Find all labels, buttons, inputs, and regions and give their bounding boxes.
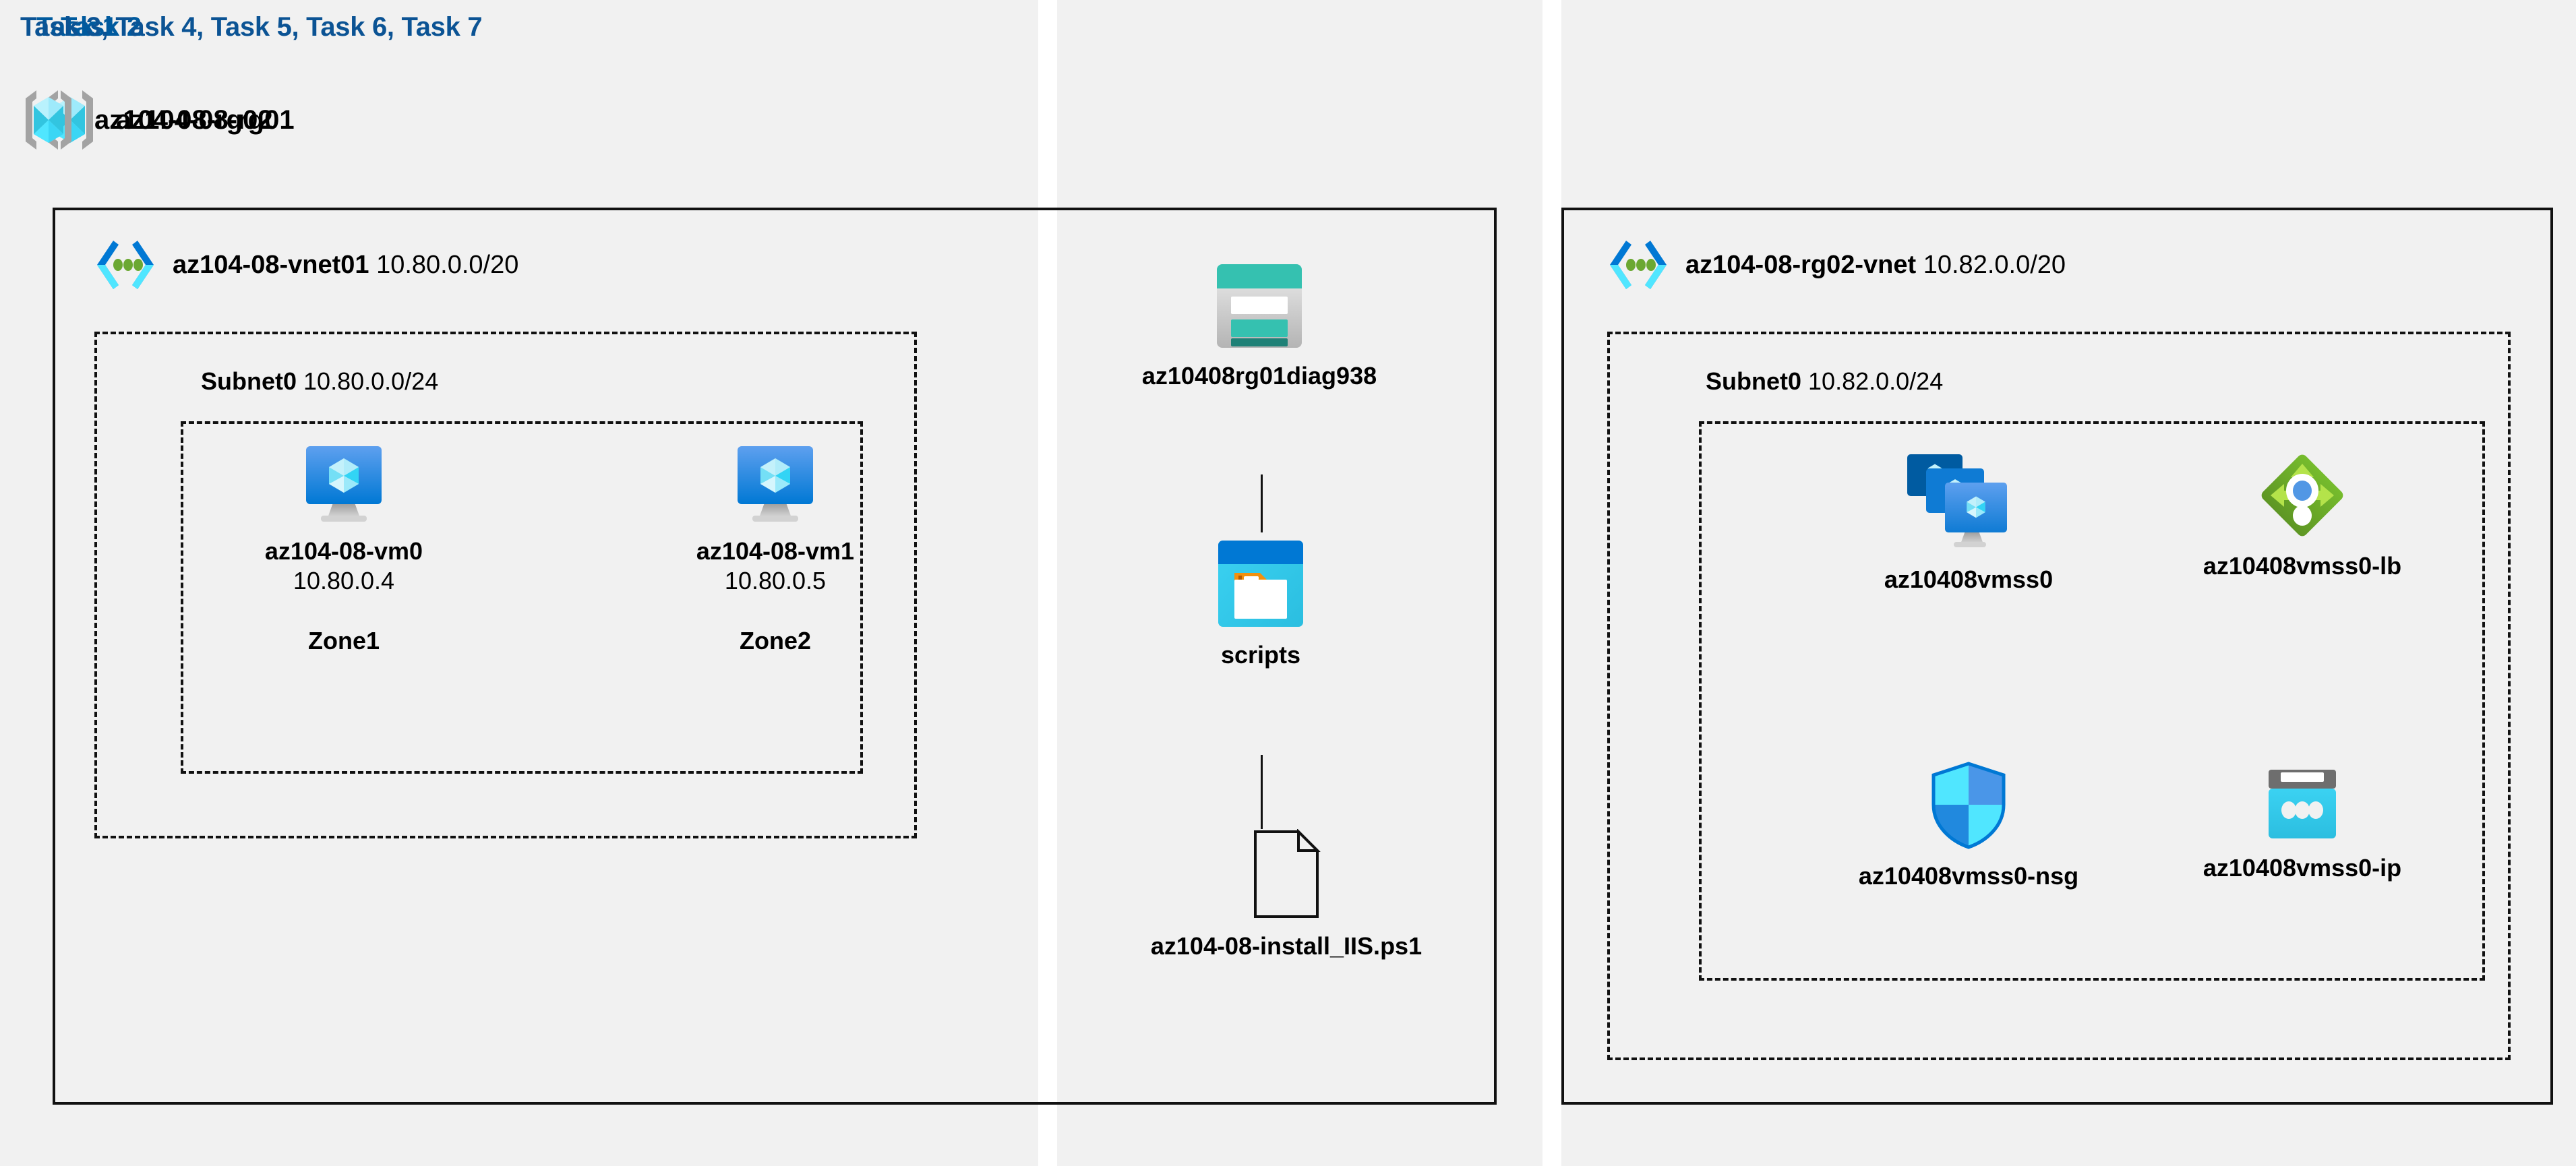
panel-gutter-left xyxy=(1038,0,1057,208)
panel-gutter-right xyxy=(1542,0,1561,1166)
task-1-heading: Task 1 xyxy=(36,12,117,42)
vnet-cidr: 10.80.0.0/20 xyxy=(376,250,519,279)
virtual-network-icon xyxy=(94,239,156,290)
public-ip-node: az10408vmss0-ip xyxy=(2137,768,2467,883)
resource-group-label: az104-08-rg01 xyxy=(116,104,295,135)
vnet-header-rg02-vnet: az104-08-rg02-vnet 10.82.0.0/20 xyxy=(1607,239,2066,290)
vnet-name: az104-08-vnet01 xyxy=(173,250,369,279)
vnet-name: az104-08-rg02-vnet xyxy=(1685,250,1917,279)
load-balancer-icon xyxy=(2258,452,2346,539)
blob-container-node: scripts xyxy=(1160,539,1362,670)
subnet-boundary-subnet0-task1 xyxy=(94,332,917,838)
panel-gutter-left-lower xyxy=(1038,1107,1057,1166)
storage-account-icon xyxy=(1216,263,1303,349)
load-balancer-name: az10408vmss0-lb xyxy=(2203,552,2402,580)
panel-task-1 xyxy=(0,0,1038,1166)
virtual-network-icon xyxy=(1607,239,1669,290)
storage-account-node: az10408rg01diag938 xyxy=(1118,263,1401,391)
vm-name: az104-08-vm0 xyxy=(264,537,423,565)
panel-task-3 xyxy=(1561,0,2576,1166)
script-file-icon xyxy=(1250,828,1323,919)
vnet-boundary-vnet01 xyxy=(53,208,1497,1105)
availability-zone-boundary xyxy=(181,421,863,774)
vnet-header-vnet01: az104-08-vnet01 10.80.0.0/20 xyxy=(94,239,518,290)
subnet-name: Subnet0 xyxy=(1706,367,1802,395)
script-file-node: az104-08-install_IIS.ps1 xyxy=(1084,828,1489,961)
task-2-heading: Task 2 xyxy=(61,12,142,42)
vnet-cidr: 10.82.0.0/20 xyxy=(1923,250,2066,279)
connector-container-to-file xyxy=(1261,755,1263,829)
vnet-boundary-rg02-vnet xyxy=(1561,208,2553,1105)
subnet-label-task3: Subnet0 10.82.0.0/24 xyxy=(1706,367,1943,396)
virtual-machine-icon xyxy=(735,445,816,524)
vm-zone: Zone2 xyxy=(739,626,811,654)
virtual-machine-icon xyxy=(303,445,384,524)
task-3-to-7-heading: Task 3, Task 4, Task 5, Task 6, Task 7 xyxy=(20,12,483,42)
resource-group-icon xyxy=(20,88,77,152)
vm-scale-set-icon xyxy=(1905,452,2033,553)
script-file-name: az104-08-install_IIS.ps1 xyxy=(1150,932,1422,960)
vm-zone: Zone1 xyxy=(307,626,380,654)
vnet-label: az104-08-vnet01 10.80.0.0/20 xyxy=(173,251,518,280)
connector-storage-to-container xyxy=(1261,474,1263,532)
storage-account-name: az10408rg01diag938 xyxy=(1141,362,1377,390)
subnet-cidr: 10.80.0.0/24 xyxy=(303,367,439,395)
resource-group-rg02: az104-08-rg02 xyxy=(20,88,273,152)
subnet-name: Subnet0 xyxy=(201,367,297,395)
vmss-name: az10408vmss0 xyxy=(1884,565,2054,593)
load-balancer-node: az10408vmss0-lb xyxy=(2130,452,2474,581)
nsg-node: az10408vmss0-nsg xyxy=(1807,762,2130,891)
vm-name: az104-08-vm1 xyxy=(696,537,855,565)
public-ip-name: az10408vmss0-ip xyxy=(2203,854,2402,882)
public-ip-address-icon xyxy=(2263,768,2341,841)
vm-ip: 10.80.0.4 xyxy=(293,566,395,594)
vm-ip: 10.80.0.5 xyxy=(724,566,827,594)
network-security-group-icon xyxy=(1929,762,2008,849)
vmss-resource-boundary xyxy=(1699,421,2485,981)
vmss-node: az10408vmss0 xyxy=(1820,452,2117,594)
subnet-cidr: 10.82.0.0/24 xyxy=(1808,367,1944,395)
blob-container-icon xyxy=(1217,539,1305,628)
nsg-name: az10408vmss0-nsg xyxy=(1858,862,2079,890)
vm-node-vm1: az104-08-vm1 10.80.0.5 Zone2 xyxy=(661,445,890,655)
subnet-label-task1: Subnet0 10.80.0.0/24 xyxy=(201,367,438,396)
resource-group-label: az104-08-rg02 xyxy=(94,104,273,135)
vm-node-vm0: az104-08-vm0 10.80.0.4 Zone1 xyxy=(229,445,458,655)
blob-container-name: scripts xyxy=(1220,641,1301,669)
subnet-boundary-subnet0-task3 xyxy=(1607,332,2511,1060)
vnet-label: az104-08-rg02-vnet 10.82.0.0/20 xyxy=(1685,251,2066,280)
